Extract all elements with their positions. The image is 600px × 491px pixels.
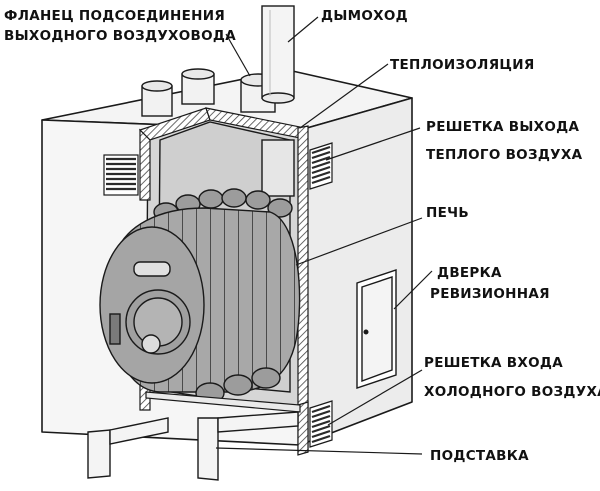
label-door-line1: ДВЕРКА [437,265,502,281]
label-door-line2: РЕВИЗИОННАЯ [430,286,550,302]
leader-door [393,270,433,310]
leader-insulation [299,63,389,129]
label-warm-grille-line1: РЕШЕТКА ВЫХОДА [426,119,579,135]
leader-flange [225,33,251,77]
labels: ФЛАНЕЦ ПОДСОЕДИНЕНИЯ ВЫХОДНОГО ВОЗДУХОВО… [4,8,600,464]
label-flange-line2: ВЫХОДНОГО ВОЗДУХОВОДА [4,28,236,44]
leader-chimney [287,16,319,43]
label-cold-grille-line1: РЕШЕТКА ВХОДА [424,355,563,371]
label-flange-line1: ФЛАНЕЦ ПОДСОЕДИНЕНИЯ [4,8,225,24]
stove [99,188,301,404]
warm-grille-left [103,154,139,196]
leader-cold-grille [327,369,423,426]
label-cold-grille-line2: ХОЛОДНОГО ВОЗДУХА [424,384,600,400]
label-chimney: ДЫМОХОД [321,8,408,24]
leader-lines [215,16,433,455]
insulation-layer [138,107,309,456]
inspection-door [356,269,397,389]
stand [87,411,299,481]
label-stand: ПОДСТАВКА [430,448,529,464]
leader-stand [215,447,423,455]
chimney [261,5,295,197]
label-stove: ПЕЧЬ [426,205,469,221]
leader-warm-grille [325,127,421,161]
warm-grille-right [309,142,333,190]
label-insulation: ТЕПЛОИЗОЛЯЦИЯ [390,57,535,73]
cold-grille [309,400,333,448]
inner-shelf [145,391,301,413]
label-warm-grille-line2: ТЕПЛОГО ВОЗДУХА [426,147,583,163]
leader-stove [295,217,423,266]
